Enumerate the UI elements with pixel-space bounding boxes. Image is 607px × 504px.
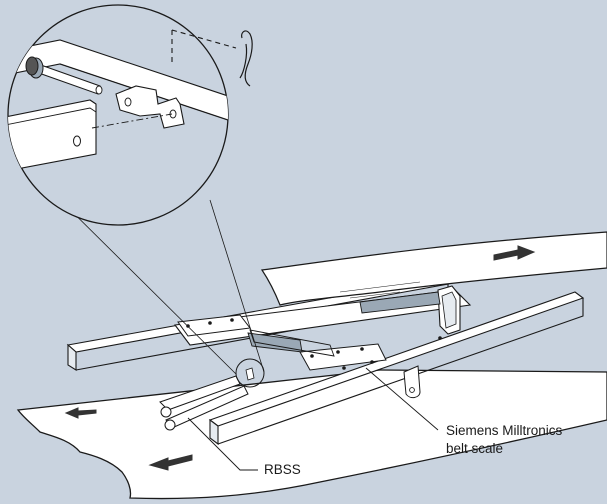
carriage-end-plate-right — [299, 343, 387, 371]
zoom-line-right — [209, 199, 265, 373]
rbss-label: RBSS — [264, 462, 301, 477]
inset-channel-hole — [73, 135, 81, 147]
inset-channel-lip — [8, 99, 97, 129]
inset-pin-head — [25, 56, 39, 76]
hanger-bracket — [403, 365, 421, 399]
inset-pin-end — [95, 85, 103, 95]
inset-lower-channel — [8, 99, 97, 175]
belt-direction-arrow-left — [64, 407, 97, 419]
belt-direction-arrow-bottom — [148, 454, 193, 471]
rbss-detail-marker — [235, 358, 265, 388]
idler-upright-face — [441, 291, 457, 329]
weigh-idler-roll — [359, 291, 441, 314]
inset-bracket-hole-left — [124, 97, 132, 107]
inset-clip-bracket — [115, 85, 185, 129]
carriage-bolts — [186, 318, 442, 370]
right-channel-bottom — [217, 298, 584, 445]
belt-direction-arrow-upper — [493, 245, 536, 261]
belt-scale-label-line2: belt scale — [446, 441, 504, 456]
leg-pivot — [160, 406, 172, 418]
hair-pin-icon — [239, 30, 253, 87]
rbss-leader — [187, 417, 258, 471]
belt-scale-label-line1: Siemens Milltronics — [446, 423, 563, 438]
cotter-pin-leader — [171, 29, 237, 64]
belt-highlight — [339, 281, 421, 299]
inset-alignment-line — [91, 113, 173, 129]
carriage-long-member — [249, 329, 335, 357]
leg-pivot-lower — [164, 419, 176, 431]
belt-scale-leader — [365, 367, 439, 431]
hanger-hole — [409, 387, 415, 393]
load-cell-bar — [247, 332, 303, 353]
rbss-small-clip — [245, 367, 255, 381]
magnified-detail-inset — [7, 4, 229, 226]
